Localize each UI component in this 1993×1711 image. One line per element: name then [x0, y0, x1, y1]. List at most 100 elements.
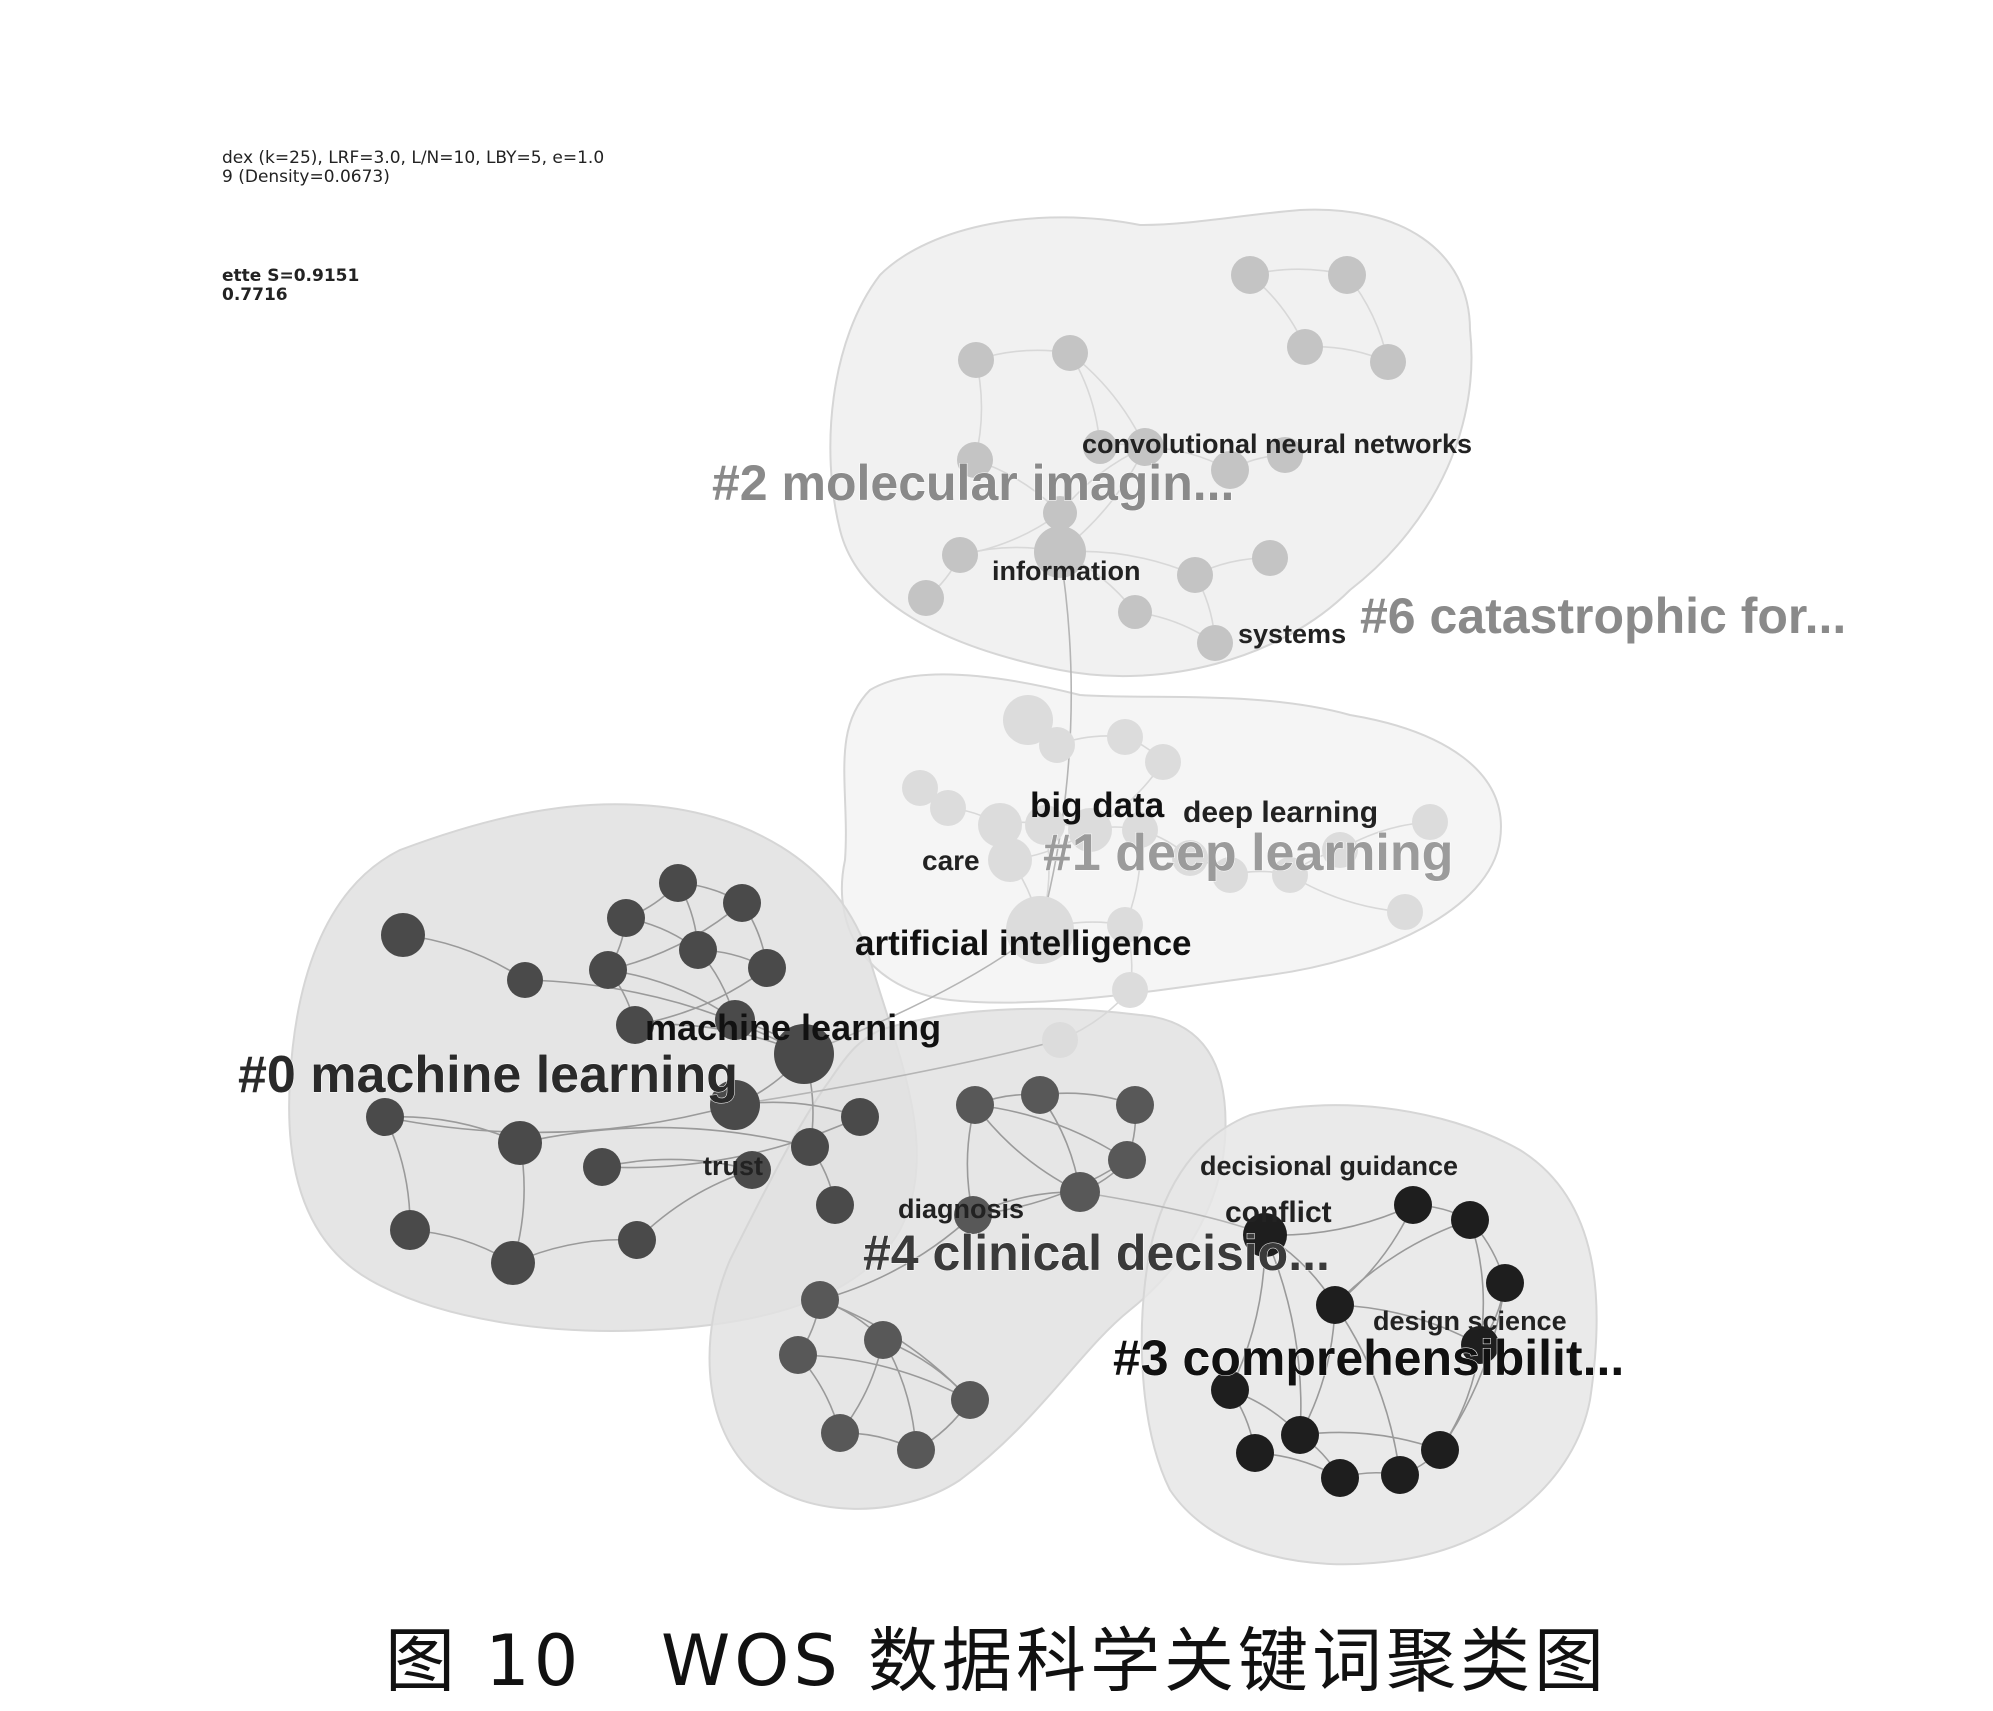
node-c4-9 — [951, 1381, 989, 1419]
keyword-machine-learning: machine learning — [645, 1007, 941, 1048]
node-c2-4 — [958, 342, 994, 378]
node-c3-9 — [1421, 1431, 1459, 1469]
node-c1-19 — [1112, 972, 1148, 1008]
node-c0-17 — [733, 1151, 771, 1189]
edge-c4 — [797, 1354, 971, 1401]
node-c3-10 — [1321, 1459, 1359, 1497]
keyword-diagnosis: diagnosis — [898, 1194, 1024, 1224]
node-c0-6 — [589, 951, 627, 989]
node-c0-13 — [366, 1098, 404, 1136]
node-c4-7 — [864, 1321, 902, 1359]
keyword-artificial-intelligence: artificial intelligence — [855, 924, 1192, 963]
network-labels: #2 molecular imagin... #6 catastrophic fo… — [238, 429, 1847, 1387]
edge-c4 — [819, 1214, 974, 1301]
keyword-deep-learning: deep learning — [1183, 796, 1378, 829]
node-c1-14 — [1412, 804, 1448, 840]
node-c3-7 — [1281, 1416, 1319, 1454]
edge-c3 — [1439, 1282, 1506, 1451]
keyword-convolutional-neural-networks: convolutional neural networks — [1082, 429, 1472, 459]
keyword-design-science: design science — [1373, 1306, 1567, 1336]
node-c0-16 — [791, 1128, 829, 1166]
node-c4-1 — [1021, 1076, 1059, 1114]
node-c1-17 — [1006, 896, 1074, 964]
node-c0-11 — [710, 1080, 760, 1130]
node-c1-1 — [1039, 727, 1075, 763]
cluster-hull-c4 — [708, 1007, 1227, 1510]
node-c2-10 — [1211, 451, 1249, 489]
parameter-text-1: dex (k=25), LRF=3.0, L/N=10, LBY=5, e=1.… — [222, 148, 605, 168]
node-c1-3 — [1145, 744, 1181, 780]
node-c2-8 — [1043, 496, 1077, 530]
cluster-label-2: #2 molecular imagin... — [712, 455, 1234, 511]
cluster-label-6: #6 catastrophic for... — [1360, 588, 1846, 644]
keyword-information: information — [992, 556, 1141, 586]
node-c0-7 — [748, 949, 786, 987]
node-c1-15 — [1387, 894, 1423, 930]
keyword-big-data: big data — [1030, 786, 1165, 825]
node-c0-8 — [715, 1000, 755, 1040]
node-c2-6 — [957, 442, 993, 478]
node-c4-3 — [1108, 1141, 1146, 1179]
node-c2-2 — [1287, 329, 1323, 365]
node-c1-4 — [902, 770, 938, 806]
node-c2-17 — [1118, 595, 1152, 629]
edge-c4 — [972, 1159, 1128, 1216]
node-c4-6 — [801, 1281, 839, 1319]
edge-c0 — [524, 979, 805, 1055]
node-c2-9 — [1126, 428, 1164, 466]
keyword-systems: systems — [1238, 619, 1346, 649]
node-c1-10 — [1172, 840, 1208, 876]
node-c0-10 — [774, 1024, 834, 1084]
node-c0-2 — [659, 864, 697, 902]
network-density-text: 9 (Density=0.0673) — [222, 167, 390, 187]
node-c1-7 — [1025, 805, 1065, 845]
node-c3-1 — [1451, 1201, 1489, 1239]
edge-c0 — [519, 1126, 811, 1148]
node-c1-18 — [1107, 907, 1143, 943]
node-c1-12 — [1272, 857, 1308, 893]
node-c0-0 — [381, 913, 425, 957]
node-c2-3 — [1370, 344, 1406, 380]
edge-c0 — [601, 1116, 861, 1169]
cluster-label-0: #0 machine learning — [238, 1046, 738, 1104]
node-c0-18 — [390, 1210, 430, 1250]
node-c2-5 — [1052, 335, 1088, 371]
node-c3-3 — [1243, 1213, 1287, 1257]
node-c2-18 — [1197, 625, 1233, 661]
network-nodes — [366, 256, 1524, 1497]
node-c0-14 — [498, 1121, 542, 1165]
bridge-edge — [734, 1039, 1061, 1106]
node-c4-10 — [821, 1414, 859, 1452]
keyword-conflict: conflict — [1225, 1196, 1332, 1229]
node-c3-6 — [1211, 1371, 1249, 1409]
node-c0-3 — [607, 899, 645, 937]
cluster-label-4: #4 clinical decisio... — [863, 1225, 1330, 1281]
node-c4-4 — [1060, 1172, 1100, 1212]
node-c4-0 — [956, 1086, 994, 1124]
node-c0-5 — [679, 931, 717, 969]
node-c2-11 — [1267, 437, 1303, 473]
edge-c4 — [974, 1104, 1128, 1161]
node-c1-13 — [1322, 832, 1358, 868]
edge-c3 — [1264, 1234, 1302, 1436]
node-c1-16 — [988, 838, 1032, 882]
keyword-care: care — [922, 845, 980, 876]
node-c0-19 — [491, 1241, 535, 1285]
keyword-decisional-guidance: decisional guidance — [1200, 1151, 1458, 1181]
node-c0-4 — [723, 884, 761, 922]
node-c3-5 — [1461, 1326, 1499, 1364]
node-c3-4 — [1316, 1286, 1354, 1324]
node-c1-9 — [1122, 812, 1158, 848]
node-c0-15 — [583, 1148, 621, 1186]
cluster-label-1: #1 deep learning — [1043, 824, 1453, 882]
node-c2-14 — [1034, 526, 1086, 578]
node-c1-5 — [930, 790, 966, 826]
node-c0-20 — [618, 1221, 656, 1259]
node-c1-2 — [1107, 719, 1143, 755]
node-c4-2 — [1116, 1086, 1154, 1124]
silhouette-text: ette S=0.9151 — [222, 266, 360, 286]
node-c2-16 — [1252, 540, 1288, 576]
node-c1-6 — [978, 803, 1022, 847]
node-c0-9 — [616, 1006, 654, 1044]
